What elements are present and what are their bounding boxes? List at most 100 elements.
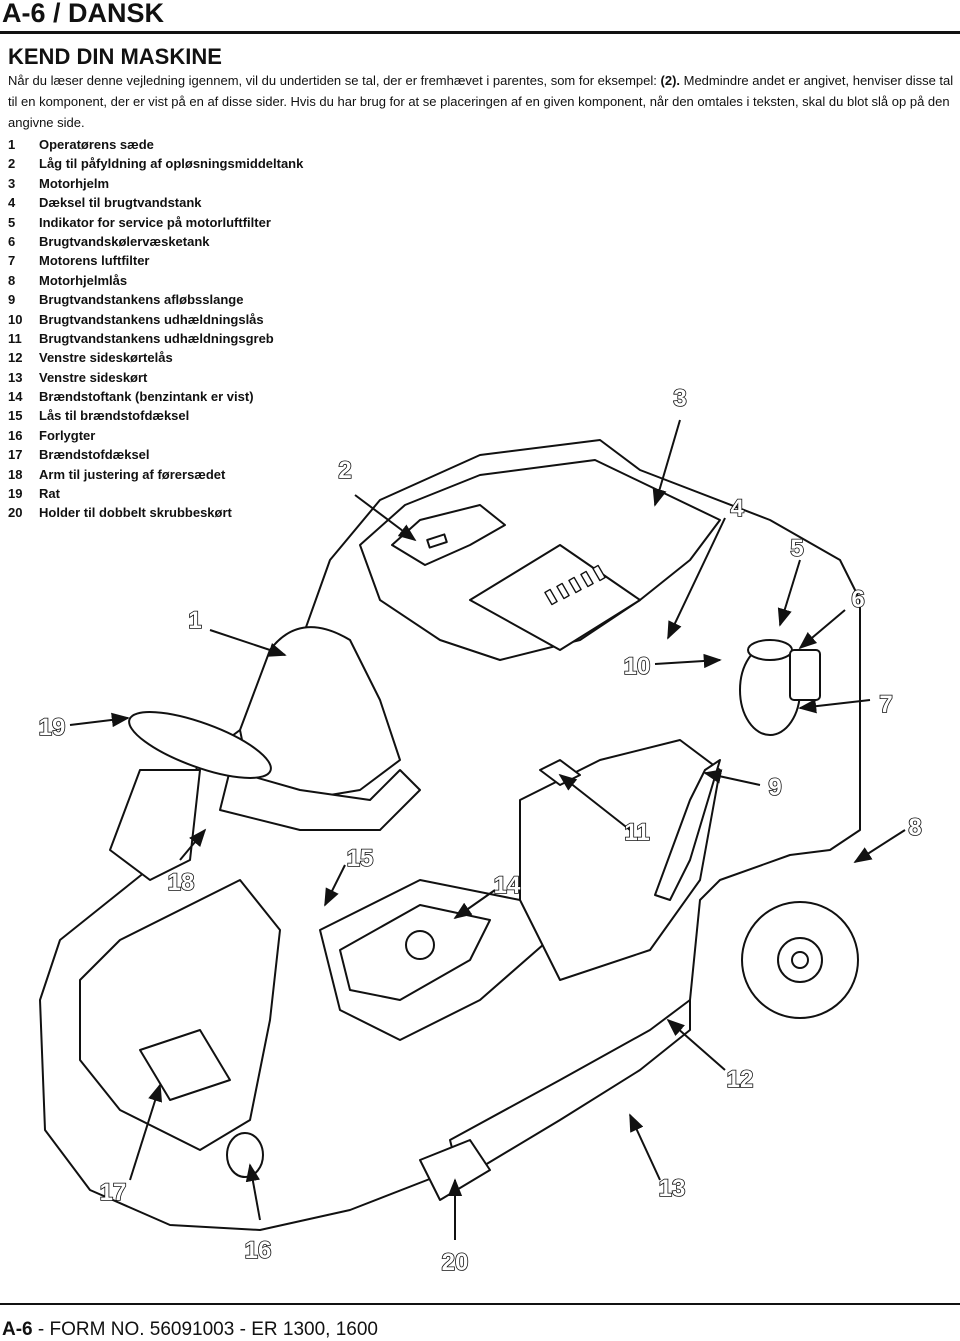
item-number: 18 (8, 466, 23, 482)
item-number: 19 (8, 486, 23, 502)
item-number: 14 (8, 389, 23, 405)
list-item: 18 Arm til justering af førersædet (8, 465, 303, 484)
item-label: Holder til dobbelt skrubbeskørt (39, 505, 232, 521)
leader-2 (354, 494, 417, 542)
air-filter-top (747, 639, 793, 661)
callout-12: 12 (727, 1066, 754, 1093)
leader-3 (652, 419, 681, 507)
item-label: Forlygter (39, 427, 96, 443)
page-header: A-6 / DANSK (0, 0, 960, 34)
list-item: 19 Rat (8, 484, 303, 503)
leader-16 (245, 1163, 261, 1221)
item-label: Venstre sideskørt (39, 369, 148, 385)
item-label: Brændstofdæksel (39, 447, 150, 463)
steering-column (109, 769, 201, 881)
left-body-panel (519, 739, 721, 981)
item-number: 7 (8, 253, 16, 269)
leader-17 (129, 1083, 162, 1181)
page-title: A-6 / DANSK (2, 0, 165, 28)
skirt-holder (419, 1139, 491, 1201)
rear-wheel-cap (791, 951, 809, 969)
leader-8 (853, 829, 906, 863)
item-label: Brugtvandstankens udhældningsgreb (39, 330, 274, 346)
leader-19 (69, 712, 130, 728)
fuel-cap (405, 930, 435, 960)
leader-13 (629, 1113, 661, 1181)
callout-13: 13 (659, 1175, 686, 1202)
item-number: 3 (8, 175, 16, 191)
leader-10 (654, 653, 722, 669)
item-number: 13 (8, 369, 23, 385)
list-item: 4 Dæksel til brugtvandstank (8, 193, 303, 212)
list-item: 7 Motorens luftfilter (8, 251, 303, 270)
item-label: Arm til justering af førersædet (39, 466, 226, 482)
list-item: 10 Brugtvandstankens udhældningslås (8, 310, 303, 329)
callout-14: 14 (494, 872, 521, 899)
front-cowl (79, 879, 281, 1151)
leader-15 (324, 864, 346, 907)
intro-paragraph: Når du læser denne vejledning igennem, v… (8, 70, 956, 133)
callout-6: 6 (851, 586, 864, 613)
item-number: 9 (8, 292, 16, 308)
footer-page-number: A-6 (2, 1319, 33, 1340)
callout-8: 8 (908, 814, 921, 841)
page-footer: A-6 - FORM NO. 56091003 - ER 1300, 1600 (0, 1303, 960, 1341)
item-label: Låg til påfyldning af opløsningsmiddelta… (39, 156, 304, 172)
item-number: 20 (8, 505, 23, 521)
item-number: 8 (8, 272, 16, 288)
item-number: 4 (8, 195, 16, 211)
access-panel-vents (544, 564, 606, 606)
footer-text: A-6 - FORM NO. 56091003 - ER 1300, 1600 (2, 1319, 378, 1341)
item-label: Brugtvandstankens udhældningslås (39, 311, 264, 327)
callout-15: 15 (347, 845, 374, 872)
leader-11 (558, 773, 631, 831)
section-title: KEND DIN MASKINE (8, 44, 222, 69)
fill-lid (391, 504, 506, 566)
leader-18 (179, 828, 207, 861)
seat-cushion (219, 769, 421, 831)
item-label: Indikator for service på motorluftfilter (39, 214, 271, 230)
callout-16: 16 (245, 1237, 272, 1264)
footer-rule (0, 1303, 960, 1305)
coolant-tank (789, 649, 821, 701)
item-label: Motorens luftfilter (39, 253, 150, 269)
drain-hose (654, 759, 721, 901)
item-label: Rat (39, 486, 60, 502)
callout-20: 20 (442, 1249, 469, 1276)
callout-19: 19 (39, 714, 66, 741)
item-label: Venstre sideskørtelås (39, 350, 173, 366)
item-number: 15 (8, 408, 23, 424)
item-number: 2 (8, 156, 16, 172)
leader-1 (209, 629, 287, 657)
item-label: Brugtvandskølervæsketank (39, 233, 210, 249)
fill-lid-latch (426, 533, 448, 549)
leader-6 (798, 609, 846, 650)
item-number: 6 (8, 233, 16, 249)
intro-example: (2). (660, 73, 681, 88)
leader-4 (667, 517, 726, 640)
list-item: 13 Venstre sideskørt (8, 368, 303, 387)
item-label: Brugtvandstankens afløbsslange (39, 292, 244, 308)
item-label: Dæksel til brugtvandstank (39, 195, 202, 211)
callout-2: 2 (338, 457, 351, 484)
callout-9: 9 (768, 774, 781, 801)
callout-1: 1 (188, 607, 201, 634)
callout-7: 7 (879, 691, 892, 718)
leader-9 (703, 769, 761, 786)
side-skirt (449, 999, 691, 1181)
item-label: Motorhjelm (39, 175, 110, 191)
callout-11: 11 (624, 819, 649, 846)
item-number: 10 (8, 311, 23, 327)
callout-3: 3 (673, 385, 686, 412)
leader-5 (777, 559, 801, 627)
list-item: 3 Motorhjelm (8, 174, 303, 193)
